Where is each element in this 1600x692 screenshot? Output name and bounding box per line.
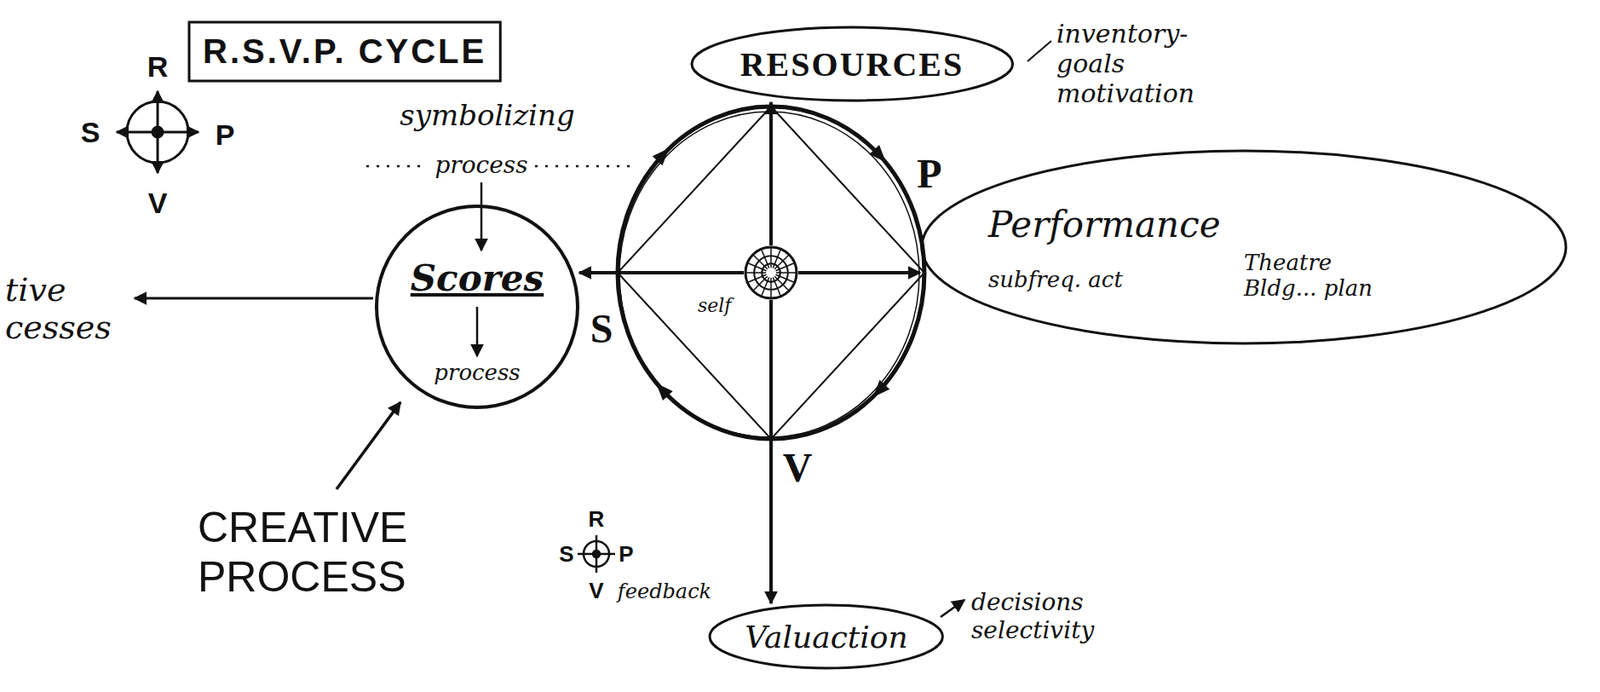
hatch-line <box>745 271 766 274</box>
annotation: inventory- goals motivation <box>1056 18 1210 109</box>
performance-ellipse: Performance subfreq. act Theatre Bldg... p… <box>920 149 1568 346</box>
node-note: subfreq. act <box>988 266 1123 293</box>
node-outline <box>743 245 799 300</box>
scores-circle: Scores process <box>374 204 580 409</box>
node-note: process <box>433 359 520 386</box>
section-heading: CREATIVE PROCESS <box>197 502 471 602</box>
cycle-arrowhead <box>652 148 669 166</box>
self-core: self <box>743 245 799 300</box>
hatch-line <box>761 248 770 268</box>
leader-line <box>1027 40 1052 62</box>
pointer-arrow <box>336 402 401 490</box>
cycle-arrowhead <box>656 383 673 401</box>
diagram-title: R.S.V.P. CYCLE <box>202 32 487 71</box>
hatch-line <box>753 254 768 270</box>
cycle-arrow <box>769 299 773 604</box>
dotted-line <box>366 165 428 168</box>
hatch-line <box>772 277 781 297</box>
hatch-line <box>753 276 768 291</box>
outline-shape <box>709 604 943 668</box>
cut-off-note: tive cesses <box>5 270 125 346</box>
outflow-arrow <box>134 297 374 300</box>
hatch-line <box>774 276 789 291</box>
node-outline <box>920 149 1568 346</box>
outline-shape <box>376 206 578 408</box>
pointer-arrow <box>940 599 965 617</box>
compass-letter: V <box>588 577 604 605</box>
small-compass-icon <box>577 535 616 573</box>
compass-arrow <box>156 132 160 173</box>
hatch-line <box>770 247 772 268</box>
sketch-arrows <box>134 40 1052 617</box>
hatch-line <box>772 248 781 268</box>
hatch-line <box>747 274 766 283</box>
cycle-arrow <box>769 102 773 246</box>
hatch-line <box>776 271 797 274</box>
compass-arrow <box>156 91 160 133</box>
cycle-letter: V <box>782 443 813 491</box>
compass-letter: S <box>80 115 101 150</box>
cycle-arrowhead <box>869 144 886 162</box>
compass-letter: R <box>147 50 169 84</box>
cycle-arrow <box>579 270 744 275</box>
process-arrow <box>480 182 484 251</box>
node-title: Performance <box>988 203 1221 246</box>
outline-shape <box>921 150 1566 344</box>
cycle-letter: S <box>590 305 614 352</box>
hatch-line <box>776 263 795 271</box>
hatch-line <box>774 254 789 270</box>
compass-arrow <box>116 131 158 134</box>
title-box <box>189 22 501 81</box>
compass-letter: P <box>215 118 236 152</box>
hatch-line <box>747 263 766 271</box>
process-note: process <box>434 150 528 179</box>
compass-letter: V <box>148 186 168 220</box>
dotted-line <box>535 165 635 168</box>
cycle-arrow <box>798 270 921 275</box>
hatch-line <box>761 277 770 297</box>
hatch-line <box>776 274 795 283</box>
compass-letter: P <box>618 541 634 568</box>
compass-cross <box>595 535 599 573</box>
node-title: self <box>697 294 732 317</box>
outline-shape <box>691 27 1013 101</box>
cycle-arrowhead <box>873 379 890 398</box>
compass-letter: R <box>588 506 605 533</box>
process-note: symbolizing <box>399 97 575 133</box>
cycle-letter: P <box>916 149 942 197</box>
resources-ellipse: RESOURCES <box>690 25 1015 103</box>
node-note: Theatre Bldg... plan <box>1243 249 1389 301</box>
valuaction-ellipse: Valuaction <box>707 603 944 670</box>
node-title: Valuaction <box>744 619 908 655</box>
compass-arrow <box>157 131 199 134</box>
process-arrow <box>476 306 479 357</box>
annotation: decisions selectivity <box>971 587 1125 645</box>
compass-letter: S <box>558 541 574 568</box>
annotation: feedback <box>617 579 712 604</box>
hatch-line <box>770 277 772 299</box>
outline-shape <box>745 247 797 299</box>
node-title: RESOURCES <box>740 44 965 85</box>
compass-icon <box>116 91 199 173</box>
node-title: Scores <box>410 257 544 300</box>
